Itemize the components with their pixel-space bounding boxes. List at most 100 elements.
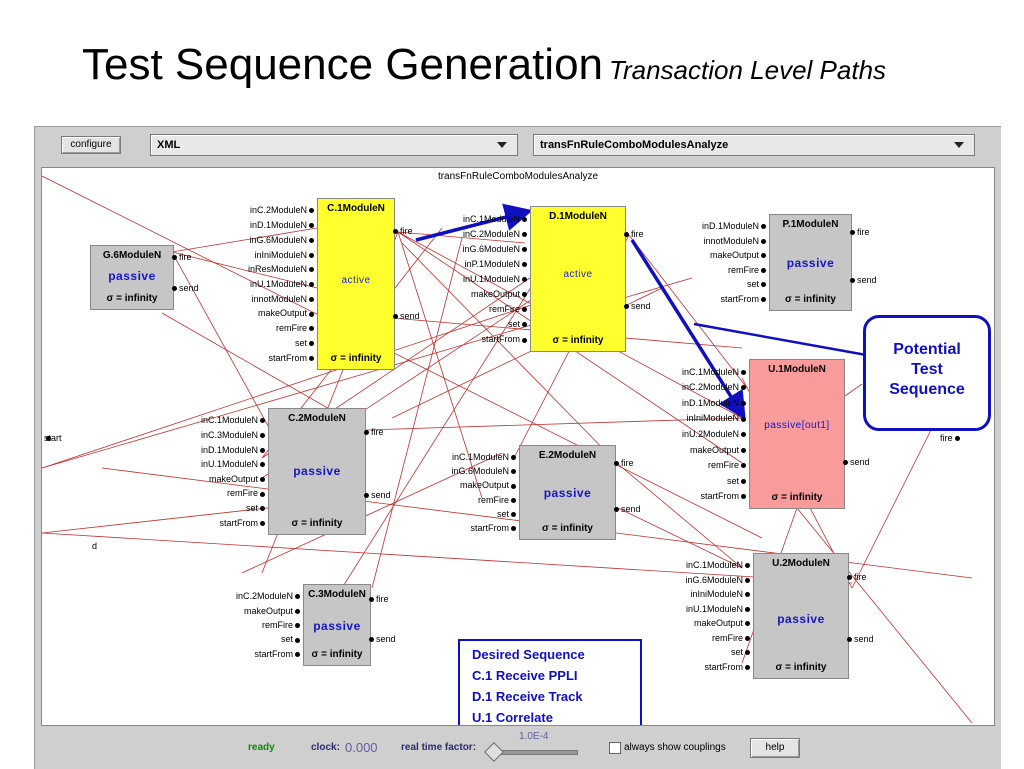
input-port[interactable]: inU.1ModuleN: [250, 279, 316, 290]
input-port[interactable]: inD.1ModuleN: [201, 445, 267, 456]
output-port[interactable]: fire: [367, 594, 389, 605]
output-port[interactable]: send: [170, 283, 199, 294]
help-button[interactable]: help: [750, 738, 800, 758]
input-port[interactable]: makeOutput: [460, 480, 518, 491]
output-port[interactable]: send: [612, 504, 641, 515]
output-port[interactable]: fire: [845, 572, 867, 583]
input-port[interactable]: inIniModuleN: [254, 250, 316, 261]
input-port[interactable]: inG.6ModuleN: [249, 235, 316, 246]
input-port[interactable]: inC.1ModuleN: [682, 367, 748, 378]
input-port[interactable]: startFrom: [481, 334, 529, 345]
input-port[interactable]: inG.6ModuleN: [451, 466, 518, 477]
output-port[interactable]: fire: [362, 427, 384, 438]
input-port[interactable]: inC.1ModuleN: [686, 560, 752, 571]
model-select[interactable]: XML: [150, 134, 518, 156]
input-port[interactable]: inD.1ModuleN: [250, 220, 316, 231]
input-port[interactable]: remFire: [262, 620, 302, 631]
output-port[interactable]: fire: [612, 458, 634, 469]
input-port[interactable]: inD.1ModuleN: [702, 221, 768, 232]
output-port[interactable]: send: [367, 634, 396, 645]
input-port[interactable]: set: [295, 338, 316, 349]
output-port[interactable]: fire: [391, 226, 413, 237]
input-port[interactable]: set: [747, 279, 768, 290]
input-port[interactable]: inU.1ModuleN: [463, 274, 529, 285]
model-canvas: transFnRuleComboModulesAnalyze start fir…: [41, 167, 995, 726]
input-port[interactable]: innotModuleN: [251, 294, 316, 305]
canvas-start-port[interactable]: start: [44, 433, 62, 443]
input-port[interactable]: makeOutput: [258, 308, 316, 319]
input-port[interactable]: inC.1ModuleN: [452, 452, 518, 463]
input-port[interactable]: set: [281, 634, 302, 645]
input-port[interactable]: remFire: [489, 304, 529, 315]
input-port[interactable]: inResModuleN: [248, 264, 316, 275]
canvas-fire-port[interactable]: fire: [940, 433, 960, 443]
input-port[interactable]: remFire: [712, 633, 752, 644]
input-port[interactable]: remFire: [728, 265, 768, 276]
input-port[interactable]: inC.3ModuleN: [201, 430, 267, 441]
output-port[interactable]: send: [848, 275, 877, 286]
input-port[interactable]: makeOutput: [710, 250, 768, 261]
output-port[interactable]: fire: [848, 227, 870, 238]
input-port[interactable]: inG.6ModuleN: [462, 244, 529, 255]
input-port[interactable]: makeOutput: [244, 606, 302, 617]
input-port[interactable]: inC.2ModuleN: [682, 382, 748, 393]
input-port[interactable]: inIniModuleN: [686, 413, 748, 424]
input-port[interactable]: set: [727, 476, 748, 487]
input-port[interactable]: inC.2ModuleN: [236, 591, 302, 602]
input-port[interactable]: inC.2ModuleN: [463, 229, 529, 240]
input-port[interactable]: makeOutput: [471, 289, 529, 300]
input-port[interactable]: makeOutput: [209, 474, 267, 485]
show-couplings-checkbox[interactable]: [609, 742, 621, 754]
input-port[interactable]: inU.1ModuleN: [201, 459, 267, 470]
input-port[interactable]: startFrom: [700, 491, 748, 502]
output-port[interactable]: send: [391, 311, 420, 322]
input-port[interactable]: inP.1ModuleN: [465, 259, 529, 270]
output-port[interactable]: send: [362, 490, 391, 501]
output-port[interactable]: fire: [622, 229, 644, 240]
input-port[interactable]: startFrom: [219, 518, 267, 529]
input-port[interactable]: set: [508, 319, 529, 330]
rtf-slider-handle[interactable]: [484, 742, 504, 762]
input-port[interactable]: makeOutput: [694, 618, 752, 629]
input-port[interactable]: inC.1ModuleN: [463, 214, 529, 225]
input-port[interactable]: remFire: [227, 488, 267, 499]
input-port[interactable]: inC.2ModuleN: [250, 205, 316, 216]
input-port[interactable]: startFrom: [254, 649, 302, 660]
output-port[interactable]: fire: [170, 252, 192, 263]
input-port[interactable]: startFrom: [470, 523, 518, 534]
rtf-slider[interactable]: [491, 750, 578, 755]
port-label: send: [400, 311, 420, 321]
configure-button[interactable]: configure: [61, 136, 121, 154]
input-port[interactable]: startFrom: [268, 353, 316, 364]
desired-sequence-line: Desired Sequence: [472, 647, 585, 662]
input-port[interactable]: inU.2ModuleN: [682, 429, 748, 440]
input-port[interactable]: inG.6ModuleN: [685, 575, 752, 586]
analyzer-select[interactable]: transFnRuleComboModulesAnalyze: [533, 134, 975, 156]
input-port[interactable]: inC.1ModuleN: [201, 415, 267, 426]
output-port[interactable]: send: [845, 634, 874, 645]
input-port[interactable]: set: [246, 503, 267, 514]
input-port[interactable]: makeOutput: [690, 445, 748, 456]
input-port[interactable]: innotModuleN: [703, 236, 768, 247]
input-port[interactable]: remFire: [276, 323, 316, 334]
input-port[interactable]: remFire: [478, 495, 518, 506]
input-port[interactable]: remFire: [708, 460, 748, 471]
output-port[interactable]: send: [622, 301, 651, 312]
input-port[interactable]: startFrom: [704, 662, 752, 673]
input-port[interactable]: startFrom: [720, 294, 768, 305]
input-port[interactable]: inIniModuleN: [690, 589, 752, 600]
input-port[interactable]: set: [497, 509, 518, 520]
output-port[interactable]: send: [841, 457, 870, 468]
input-port[interactable]: inU.1ModuleN: [686, 604, 752, 615]
input-port[interactable]: set: [731, 647, 752, 658]
input-port[interactable]: inD.1ModuleN: [682, 398, 748, 409]
